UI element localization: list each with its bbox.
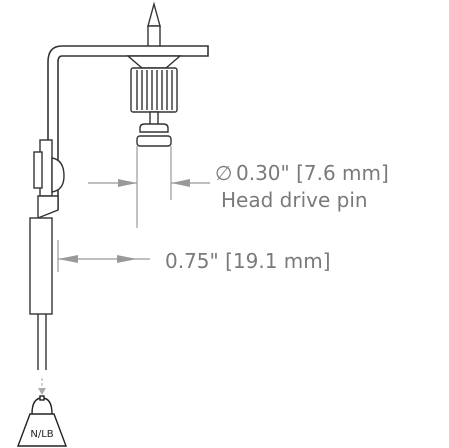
offset-dimension bbox=[57, 240, 150, 272]
weight-label: N/LB bbox=[30, 429, 53, 440]
pin-diameter-dimension bbox=[88, 146, 210, 228]
bracket-body bbox=[29, 139, 65, 370]
pin-label: Head drive pin bbox=[221, 188, 368, 212]
pin-diameter-value: 0.30" [7.6 mm] bbox=[236, 161, 389, 185]
diameter-symbol: ∅ bbox=[215, 161, 232, 185]
knurled-knob bbox=[130, 67, 178, 113]
pin-shaft bbox=[136, 111, 172, 147]
pin-tip bbox=[147, 1, 161, 49]
pin-collar bbox=[126, 55, 182, 69]
weight: N/LB bbox=[16, 378, 68, 447]
offset-dimension-value: 0.75" [19.1 mm] bbox=[165, 249, 331, 273]
